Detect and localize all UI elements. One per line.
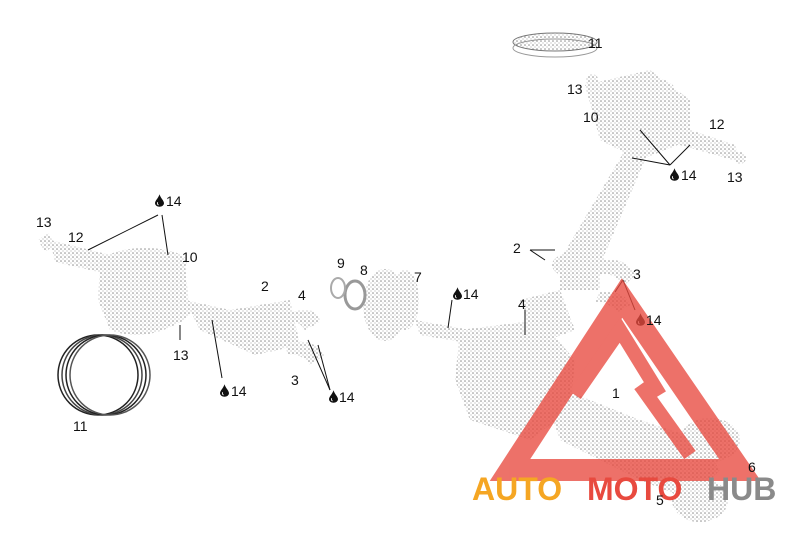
piston-pin-left (50, 240, 112, 275)
watermark-word-hub: HUB (707, 471, 776, 507)
circlip-right-top (586, 74, 598, 86)
oil-drop-icon (220, 384, 229, 397)
callout-14-lower-mid: 14 (339, 389, 355, 405)
callout-8: 8 (360, 262, 368, 278)
callout-14-right-mid: 14 (646, 312, 662, 328)
callout-4-right: 4 (518, 296, 526, 312)
callout-7: 7 (414, 269, 422, 285)
callout-2-left: 2 (261, 278, 269, 294)
oil-drop-icon (155, 194, 164, 207)
watermark-word-auto: AUTO (472, 471, 562, 507)
callout-10-right: 10 (583, 109, 599, 125)
oil-drop-icon (329, 390, 338, 403)
connecting-rod-left (185, 300, 300, 355)
washer-9 (330, 277, 346, 299)
callout-14-lower-left: 14 (231, 383, 247, 399)
callout-12-right: 12 (709, 116, 725, 132)
piston-right (585, 70, 690, 160)
circlip-left (173, 313, 183, 323)
callout-14-right-top: 14 (681, 167, 697, 183)
bearing-shell-left (285, 309, 325, 365)
oil-drop-icon (453, 287, 462, 300)
bearing-disc (363, 269, 419, 341)
circlip-left-top (38, 233, 55, 252)
piston-pin-right (675, 125, 740, 162)
callout-6: 6 (748, 459, 756, 475)
callout-2-right: 2 (513, 240, 521, 256)
callout-10-left: 10 (182, 249, 198, 265)
oil-drop-icon (670, 168, 679, 181)
callout-13-top: 13 (567, 81, 583, 97)
callout-5: 5 (656, 492, 664, 508)
callout-3-right: 3 (633, 266, 641, 282)
callout-12-left: 12 (68, 229, 84, 245)
watermark-word-moto: MOTO (587, 471, 682, 507)
circlip-right (734, 152, 746, 164)
callout-14-mid: 14 (463, 286, 479, 302)
piston-left (98, 248, 190, 335)
piston-ring-set-left (57, 334, 151, 416)
callout-11-top: 11 (588, 35, 603, 51)
callout-13-left: 13 (36, 214, 52, 230)
piston-ring-set-right (512, 32, 598, 58)
callout-14-left-top: 14 (166, 193, 182, 209)
callout-1: 1 (612, 385, 620, 401)
crank-gear (672, 478, 728, 522)
callout-3-left: 3 (291, 372, 299, 388)
callout-13-right: 13 (727, 169, 743, 185)
callout-13-lower-left: 13 (173, 347, 189, 363)
callout-9: 9 (337, 255, 345, 271)
callout-11-bottom: 11 (73, 418, 88, 434)
watermark-logo (489, 278, 761, 481)
callout-4-left: 4 (298, 287, 306, 303)
washer-8 (343, 279, 367, 311)
connecting-rod-right (552, 150, 645, 290)
